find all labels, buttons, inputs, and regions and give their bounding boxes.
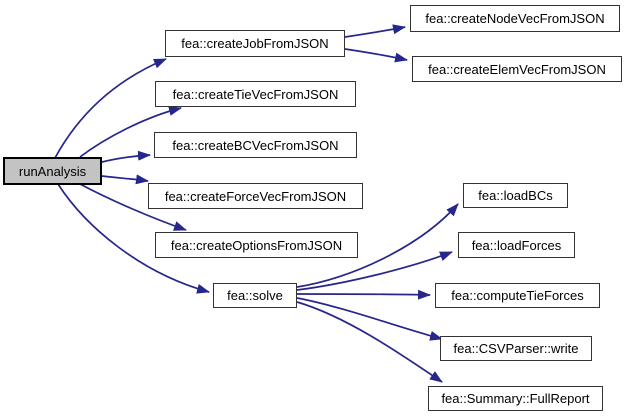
node-runanalysis: runAnalysis [3, 157, 102, 185]
edge-createjobfromjson-to-createnodevecfromjson [344, 24, 406, 38]
node-createoptionsfromjson[interactable]: fea::createOptionsFromJSON [155, 232, 358, 258]
node-summary-fullreport[interactable]: fea::Summary::FullReport [428, 386, 603, 411]
node-solve[interactable]: fea::solve [213, 283, 297, 308]
edge-solve-to-loadforces [296, 251, 453, 291]
node-csvparser-write[interactable]: fea::CSVParser::write [440, 336, 592, 361]
edge-runanalysis-to-solve [57, 183, 210, 294]
node-loadbcs[interactable]: fea::loadBCs [463, 183, 568, 208]
edge-runanalysis-to-createoptionsfromjson [79, 183, 187, 231]
node-createelemvecfromjson[interactable]: fea::createElemVecFromJSON [412, 56, 622, 82]
edge-createjobfromjson-to-createelemvecfromjson [344, 48, 408, 63]
node-loadforces[interactable]: fea::loadForces [458, 232, 575, 258]
edge-runanalysis-to-createtievecfromjson [79, 106, 182, 158]
node-createforcevecfromjson[interactable]: fea::createForceVecFromJSON [148, 183, 363, 209]
edge-solve-to-loadbcs [296, 203, 459, 288]
edge-solve-to-csvparser-write [296, 297, 443, 341]
edge-runanalysis-to-createjobfromjson [54, 58, 167, 159]
node-createbcvecfromjson[interactable]: fea::createBCVecFromJSON [154, 132, 357, 158]
node-computetieforces[interactable]: fea::computeTieForces [435, 283, 600, 308]
edge-solve-to-computetieforces [296, 289, 431, 300]
edge-runanalysis-to-createforcevecfromjson [101, 174, 149, 185]
edge-solve-to-summary-fullreport [296, 301, 443, 383]
node-createtievecfromjson[interactable]: fea::createTieVecFromJSON [155, 81, 356, 107]
node-createjobfromjson[interactable]: fea::createJobFromJSON [165, 30, 345, 57]
edge-runanalysis-to-createbcvecfromjson [101, 150, 151, 163]
node-createnodevecfromjson[interactable]: fea::createNodeVecFromJSON [410, 5, 620, 32]
